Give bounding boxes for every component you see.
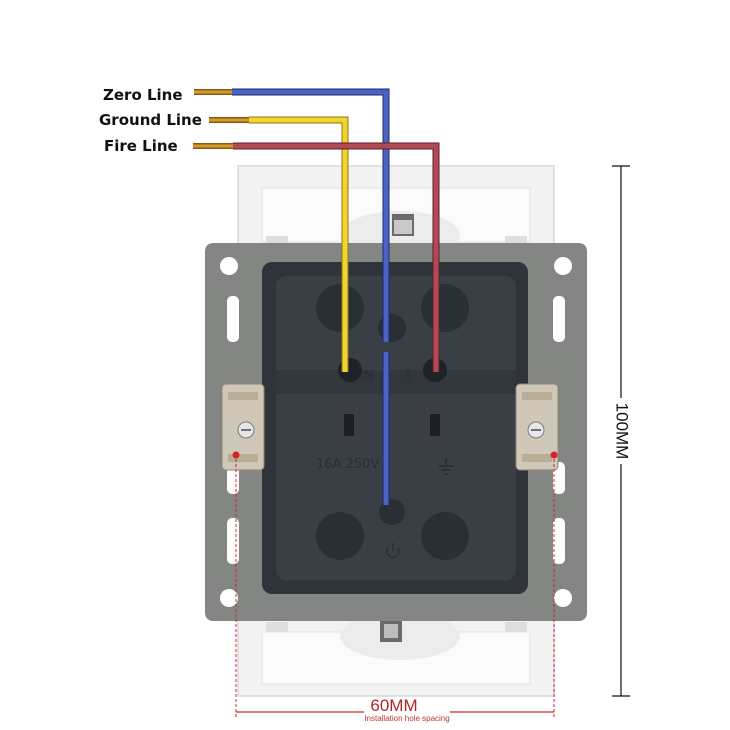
zero-line-wire [194,88,390,505]
frame-hole-bottom-right [554,589,572,607]
body-boss [379,499,405,525]
fire-line-label: Fire Line [104,137,178,155]
pin-slot [344,414,354,436]
body-boss [421,284,469,332]
live-mark: L [406,369,414,384]
frame-hole-bottom-left [220,589,238,607]
width-dimension: 60MM Installation hole spacing [236,696,554,723]
frame-slot [553,296,565,342]
power-symbol-icon [386,543,400,559]
ground-symbol-icon [439,458,453,475]
height-value: 100MM [613,403,632,460]
left-hole-marker [232,451,240,459]
rating-text: 16A 250V [316,457,379,472]
socket-body: 16A 250V N L [262,262,528,594]
right-mounting-claw [515,383,559,471]
frame-slot [553,518,565,564]
fire-line-wire [193,142,440,372]
body-boss [378,314,406,342]
ground-line-wire [209,116,349,372]
body-boss [316,284,364,332]
width-note: Installation hole spacing [364,714,449,723]
left-mounting-claw [221,383,265,471]
body-boss [421,512,469,560]
body-boss [316,512,364,560]
frame-hole-top-left [220,257,238,275]
neutral-mark: N [364,369,374,384]
right-hole-marker [550,451,558,459]
pin-slot [430,414,440,436]
height-dimension: 100MM [612,165,632,697]
frame-slot [227,296,239,342]
frame-hole-top-right [554,257,572,275]
zero-line-label: Zero Line [103,86,183,104]
width-value: 60MM [370,696,417,715]
frame-slot [227,518,239,564]
wires [193,88,440,505]
ground-line-label: Ground Line [99,111,202,129]
